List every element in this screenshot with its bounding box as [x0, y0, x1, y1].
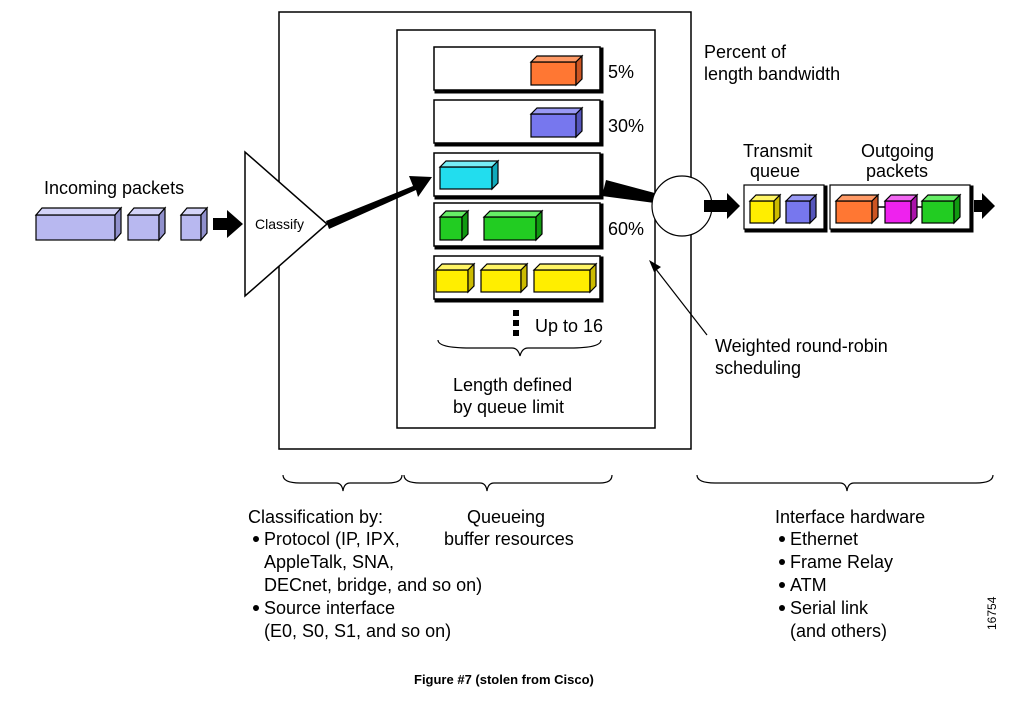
- outgoing-packets-line-1: Outgoing: [861, 141, 935, 161]
- packet-cyan: [438, 159, 500, 191]
- packet-green-large: [482, 209, 544, 242]
- bullet: [253, 605, 259, 611]
- transmit-queue-line-1: Transmit: [743, 141, 813, 161]
- incoming-packet-small: [179, 206, 209, 242]
- packet-yellow-2: [479, 262, 529, 294]
- percent-title-line-2: length bandwidth: [704, 64, 841, 84]
- outgoing-packets: [834, 193, 962, 225]
- classifier-triangle: [244, 150, 329, 298]
- percent-60-label: 60%: [608, 219, 645, 239]
- packet-blue-queue: [529, 106, 584, 139]
- classification-item-2-line-1: Source interface: [264, 598, 396, 618]
- scheduler-circle: [651, 175, 713, 237]
- arrow-to-classify: [213, 210, 243, 238]
- incoming-packet-medium: [126, 206, 167, 242]
- percent-30-label: 30%: [608, 116, 645, 136]
- classification-brace: [282, 474, 403, 492]
- bullet: [779, 559, 785, 565]
- packet-magenta-outgoing: [883, 193, 919, 225]
- weighted-line-1: Weighted round-robin: [715, 336, 888, 356]
- bullet: [779, 605, 785, 611]
- queue-length-brace: [437, 339, 602, 357]
- queue-packets: [434, 54, 598, 294]
- figure-id: 16754: [985, 596, 999, 630]
- packet-orange-outgoing: [834, 193, 880, 225]
- figure-caption: Figure #7 (stolen from Cisco): [414, 672, 594, 687]
- interface-item-frame-relay: Frame Relay: [790, 552, 894, 572]
- bullet: [779, 582, 785, 588]
- bullet: [253, 536, 259, 542]
- classification-item-1-line-3: DECnet, bridge, and so on): [264, 575, 483, 595]
- interface-item-atm: ATM: [790, 575, 827, 595]
- arrow-to-transmit: [704, 193, 740, 219]
- incoming-packet-large: [34, 206, 123, 242]
- transmit-queue-line-2: queue: [750, 161, 801, 181]
- weighted-line-2: scheduling: [715, 358, 802, 378]
- scheduler-pointer: [649, 260, 708, 336]
- more-queues-dots: [513, 310, 519, 336]
- arrow-to-scheduler: [602, 180, 681, 212]
- incoming-packets-label: Incoming packets: [44, 178, 185, 198]
- interface-hardware-title: Interface hardware: [775, 507, 926, 527]
- interface-brace: [696, 474, 994, 492]
- interface-item-ethernet: Ethernet: [790, 529, 859, 549]
- incoming-packets: [34, 206, 209, 242]
- packet-yellow-transmit: [748, 193, 782, 225]
- bullet: [779, 536, 785, 542]
- percent-title-line-1: Percent of: [704, 42, 787, 62]
- interface-item-others: (and others): [790, 621, 888, 641]
- classification-item-1-line-1: Protocol (IP, IPX,: [264, 529, 400, 549]
- transmit-packets: [748, 193, 818, 225]
- packet-blue-transmit: [784, 193, 818, 225]
- classification-item-2-line-2: (E0, S0, S1, and so on): [264, 621, 452, 641]
- arrow-outgoing: [974, 193, 995, 219]
- packet-yellow-3: [532, 262, 598, 294]
- percent-5-label: 5%: [608, 62, 635, 82]
- outgoing-packets-line-2: packets: [866, 161, 929, 181]
- packet-yellow-1: [434, 262, 476, 294]
- packet-green-outgoing: [920, 193, 962, 225]
- queueing-line-2: buffer resources: [444, 529, 574, 549]
- classify-label: Classify: [255, 216, 305, 232]
- classification-title: Classification by:: [248, 507, 384, 527]
- packet-green-small: [438, 209, 470, 242]
- classification-item-1-line-2: AppleTalk, SNA,: [264, 552, 395, 572]
- interface-item-serial-link: Serial link: [790, 598, 869, 618]
- length-defined-line-2: by queue limit: [453, 397, 565, 417]
- queueing-brace: [403, 474, 613, 492]
- queueing-line-1: Queueing: [467, 507, 546, 527]
- length-defined-line-1: Length defined: [453, 375, 573, 395]
- packet-orange: [529, 54, 584, 87]
- arrow-to-queues: [326, 176, 432, 229]
- up-to-16-label: Up to 16: [535, 316, 604, 336]
